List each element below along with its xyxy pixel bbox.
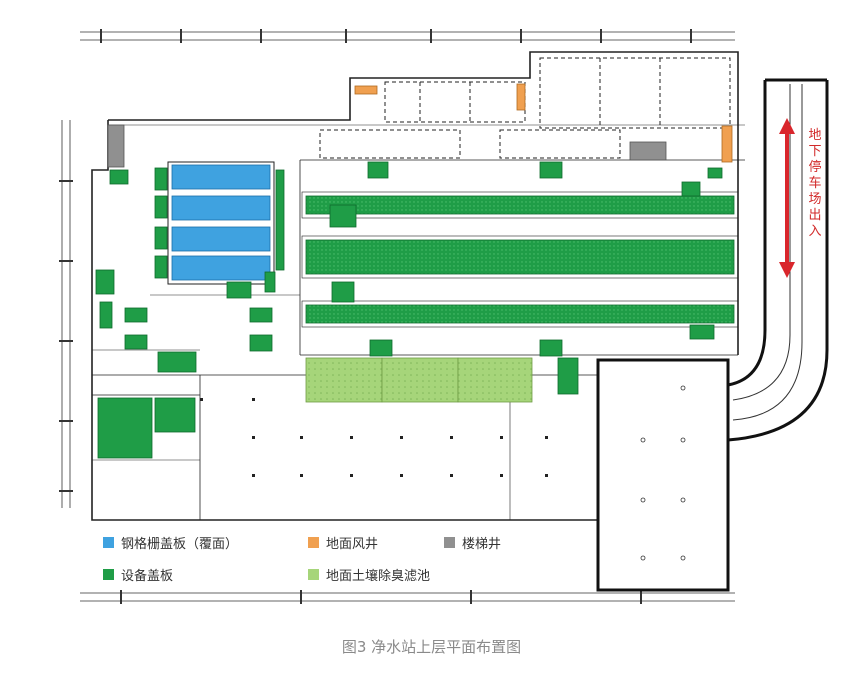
figure-caption: 图3 净水站上层平面布置图 (341, 638, 522, 656)
orange-swatch-icon (308, 537, 319, 548)
blue-swatch-icon (103, 537, 114, 548)
legend-vent: 地面风井 (308, 533, 378, 552)
parking-entrance-label: 地 下 停 车 场 出 入 (808, 128, 822, 239)
strip-channels (301, 191, 739, 328)
grating-frame (167, 161, 275, 285)
upper-wing-partitions (319, 57, 731, 159)
gray-swatch-icon (444, 537, 455, 548)
ramp-arrow (779, 118, 795, 278)
legend-grating: 钢格栅盖板（覆面） (103, 533, 238, 552)
green-swatch-icon (103, 569, 114, 580)
legend-soil-filter: 地面土壤除臭滤池 (308, 565, 430, 584)
lower-right-block (596, 358, 730, 592)
soil-filter-beds (305, 357, 533, 403)
lightgreen-swatch-icon (308, 569, 319, 580)
ramp-centerline (732, 84, 803, 421)
stair-shafts (107, 124, 667, 168)
equipment-strips (305, 195, 735, 324)
parking-ramp (727, 78, 829, 442)
column-grid (200, 398, 548, 477)
dimension-ticks (59, 29, 692, 604)
legend-equipment: 设备盖板 (103, 565, 173, 584)
dimension-lines (61, 31, 735, 602)
grating-panels (171, 164, 271, 281)
legend-stair: 楼梯井 (444, 533, 501, 552)
vent-shafts (354, 83, 733, 163)
equipment-covers (95, 161, 723, 459)
